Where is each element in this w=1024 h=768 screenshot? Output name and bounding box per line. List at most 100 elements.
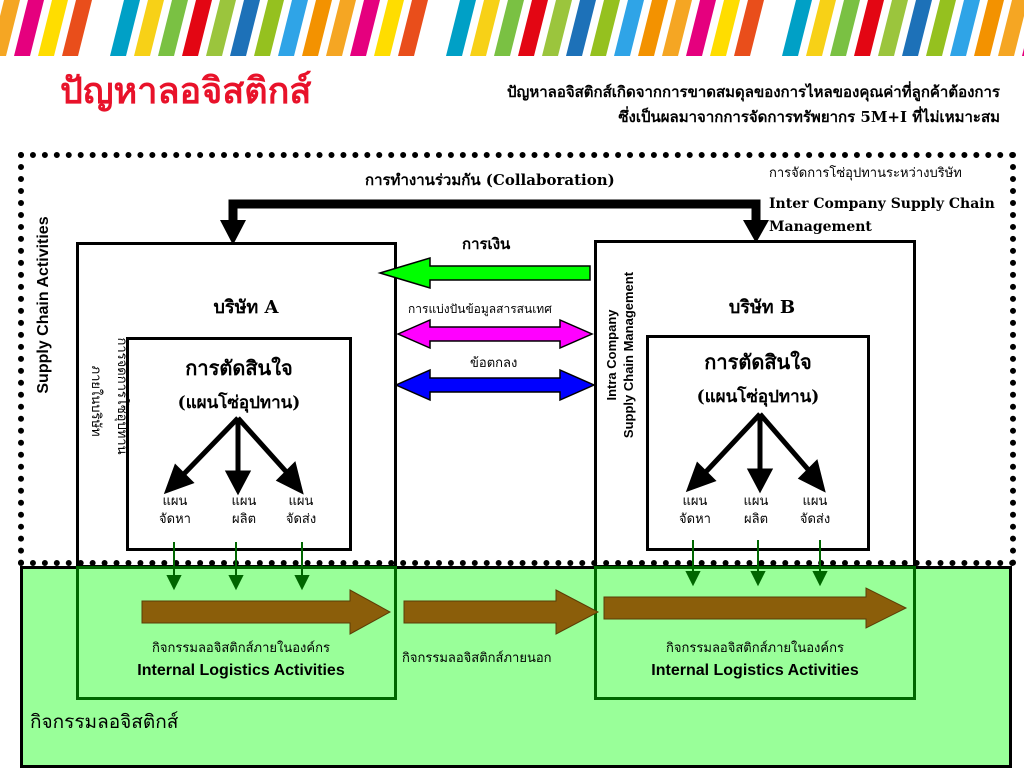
decorative-stripe xyxy=(998,0,1024,56)
supply-chain-activities-label: Supply Chain Activities xyxy=(35,216,52,394)
decorative-stripe xyxy=(854,0,884,56)
decorative-stripe xyxy=(62,0,92,56)
plan-name: จัดหา xyxy=(679,512,711,527)
decorative-stripe xyxy=(110,0,140,56)
collaboration-bracket xyxy=(228,199,761,222)
subtitle: ปัญหาลอจิสติกส์เกิดจากการขาดสมดุลของการไ… xyxy=(380,80,1000,130)
information-sharing-arrow xyxy=(396,318,594,350)
decorative-stripe xyxy=(950,0,980,56)
decorative-stripe xyxy=(782,0,812,56)
company-b-decision-branches xyxy=(685,412,826,494)
decorative-stripe xyxy=(14,0,44,56)
company-b-decision-subtitle: (แผนโซ่อุปทาน) xyxy=(696,387,820,407)
plan-label: แผน xyxy=(288,494,314,509)
internal-logistics-arrow-a xyxy=(141,589,392,635)
subtitle-line-2: ซึ่งเป็นผลมาจากการจัดการทรัพยากร 5M+I ที… xyxy=(618,108,1000,126)
decorative-stripe xyxy=(86,0,116,56)
supply-chain-activities-area xyxy=(18,152,1016,566)
decorative-stripe xyxy=(902,0,932,56)
decorative-stripe xyxy=(806,0,836,56)
company-b-plan-procurement: แผน จัดหา xyxy=(670,493,720,529)
company-a-plan-production: แผน ผลิต xyxy=(219,493,269,529)
decorative-stripe xyxy=(638,0,668,56)
decorative-stripe xyxy=(614,0,644,56)
plan-name: ผลิต xyxy=(231,512,257,527)
plan-label: แผน xyxy=(743,494,769,509)
company-b-plan-down-arrows xyxy=(685,540,828,587)
collaboration-arrowhead-b xyxy=(743,220,769,243)
company-b-intra-label: Intra Company Supply Chain Management xyxy=(603,272,637,438)
decorative-stripe xyxy=(206,0,236,56)
page-title: ปัญหาลอจิสติกส์ xyxy=(60,71,312,112)
decorative-stripe xyxy=(0,0,20,56)
plan-label: แผน xyxy=(802,494,828,509)
agreement-flow-label: ข้อตกลง xyxy=(470,356,518,371)
company-a-name: บริษัท A xyxy=(213,297,279,318)
collaboration-label: การทำงานร่วมกัน (Collaboration) xyxy=(365,171,615,189)
decorative-stripe xyxy=(134,0,164,56)
company-b-plan-delivery: แผน จัดส่ง xyxy=(790,493,840,529)
decorative-stripe xyxy=(182,0,212,56)
inter-company-english-label: Inter Company Supply Chain Management xyxy=(769,193,995,239)
external-logistics-label: กิจกรรมลอจิสติกส์ภายนอก xyxy=(402,651,552,666)
decorative-stripe xyxy=(734,0,764,56)
company-b-logistics-box xyxy=(594,566,916,700)
decorative-stripe xyxy=(878,0,908,56)
inter-company-english-line-2: Management xyxy=(769,219,872,235)
inter-company-english-line-1: Inter Company Supply Chain xyxy=(769,196,995,212)
company-a-plan-down-arrows xyxy=(166,542,310,591)
company-b-decision-title: การตัดสินใจ xyxy=(704,350,812,374)
company-a-plan-procurement: แผน จัดหา xyxy=(150,493,200,529)
agreement-arrow xyxy=(394,368,596,402)
company-a-decision-branches xyxy=(163,416,304,496)
company-a-internal-logistics-thai: กิจกรรมลอจิสติกส์ภายในองค์กร xyxy=(152,641,330,656)
decorative-stripe xyxy=(422,0,452,56)
decorative-stripe xyxy=(518,0,548,56)
company-b-intra-line-1: Intra Company xyxy=(604,309,619,401)
decorative-stripe xyxy=(494,0,524,56)
decorative-stripe xyxy=(590,0,620,56)
company-b-intra-line-2: Supply Chain Management xyxy=(621,271,636,439)
inter-company-thai-label: การจัดการโซ่อุปทานระหว่างบริษัท xyxy=(769,166,962,181)
decorative-stripe xyxy=(38,0,68,56)
decorative-stripe xyxy=(230,0,260,56)
plan-name: จัดหา xyxy=(159,512,191,527)
company-a-internal-logistics-english: Internal Logistics Activities xyxy=(137,662,345,679)
money-flow-label: การเงิน xyxy=(462,235,511,253)
decorative-stripe xyxy=(350,0,380,56)
company-b-internal-logistics-english: Internal Logistics Activities xyxy=(651,662,859,679)
company-a-plan-delivery: แผน จัดส่ง xyxy=(276,493,326,529)
plan-name: จัดส่ง xyxy=(799,512,831,527)
company-a-decision-title: การตัดสินใจ xyxy=(185,356,293,380)
decorative-stripe-banner xyxy=(0,0,1024,56)
decorative-stripe xyxy=(302,0,332,56)
decorative-stripe xyxy=(398,0,428,56)
decorative-stripe xyxy=(470,0,500,56)
company-b-internal-logistics-thai: กิจกรรมลอจิสติกส์ภายในองค์กร xyxy=(666,641,844,656)
decorative-stripe xyxy=(158,0,188,56)
collaboration-arrowhead-a xyxy=(220,220,246,245)
plan-label: แผน xyxy=(682,494,708,509)
subtitle-line-1: ปัญหาลอจิสติกส์เกิดจากการขาดสมดุลของการไ… xyxy=(507,83,1000,101)
plan-name: จัดส่ง xyxy=(285,512,317,527)
decorative-stripe xyxy=(926,0,956,56)
money-arrow xyxy=(377,256,591,290)
internal-logistics-arrow-b xyxy=(603,587,908,629)
decorative-stripe xyxy=(686,0,716,56)
decorative-stripe xyxy=(254,0,284,56)
decorative-stripe xyxy=(710,0,740,56)
company-a-internal-line-2: ภายในบริษัท xyxy=(88,365,103,437)
decorative-stripe xyxy=(446,0,476,56)
decorative-stripe xyxy=(758,0,788,56)
decorative-stripe xyxy=(542,0,572,56)
company-b-plan-production: แผน ผลิต xyxy=(731,493,781,529)
decorative-stripe xyxy=(974,0,1004,56)
company-a-decision-subtitle: (แผนโซ่อุปทาน) xyxy=(177,393,301,413)
information-flow-label: การแบ่งปันข้อมูลสารสนเทศ xyxy=(408,302,552,316)
company-b-name: บริษัท B xyxy=(728,297,796,318)
decorative-stripe xyxy=(662,0,692,56)
decorative-stripe xyxy=(830,0,860,56)
decorative-stripe xyxy=(566,0,596,56)
logistics-area-label: กิจกรรมลอจิสติกส์ xyxy=(30,711,179,733)
